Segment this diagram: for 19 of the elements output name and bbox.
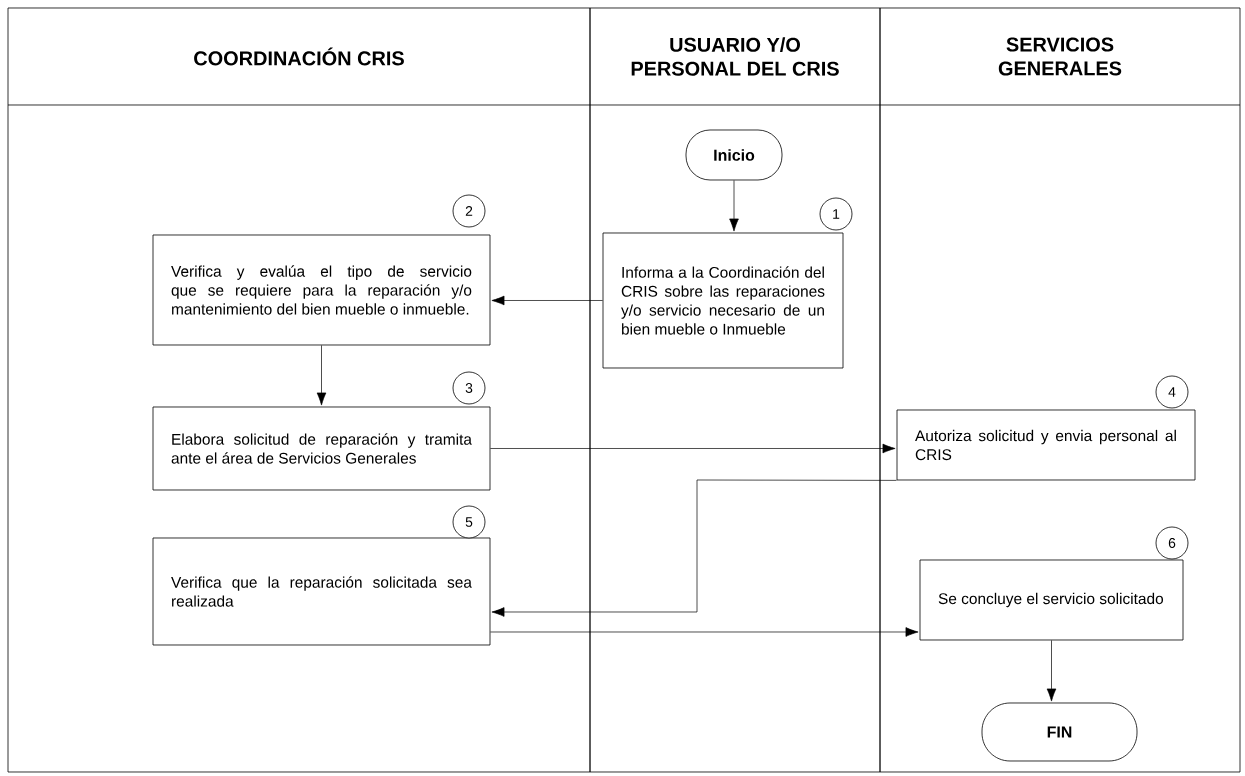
process-box: Se concluye el servicio solicitado bbox=[919, 559, 1184, 641]
step-number: 1 bbox=[819, 197, 853, 231]
process-box: Informa a la Coordinación del CRIS sobre las reparaciones y/o servicio necesario de un bien mueble o Inmueble bbox=[602, 232, 844, 369]
arrow bbox=[1046, 640, 1057, 702]
arrow bbox=[491, 295, 603, 306]
arrow bbox=[491, 479, 897, 617]
process-box: Verifica que la reparación solicitada sea realizada bbox=[152, 537, 491, 646]
process-box: Elabora solicitud de reparación y tramita ante el área de Servicios Generales bbox=[152, 406, 491, 491]
process-box: Verifica y evalúa el tipo de servicio que se requiere para la reparación y/o mantenimiento del bien mueble o inmueble. bbox=[152, 234, 491, 346]
step-number: 3 bbox=[452, 371, 486, 405]
step-number: 4 bbox=[1155, 375, 1189, 409]
step-number: 2 bbox=[452, 194, 486, 228]
process-box: Autoriza solicitud y envia personal al CRIS bbox=[896, 409, 1196, 481]
step-number: 6 bbox=[1155, 526, 1189, 560]
arrow bbox=[490, 627, 919, 637]
arrow bbox=[729, 180, 739, 232]
arrow bbox=[316, 345, 327, 406]
step-number: 5 bbox=[452, 505, 486, 539]
arrow bbox=[490, 443, 896, 454]
